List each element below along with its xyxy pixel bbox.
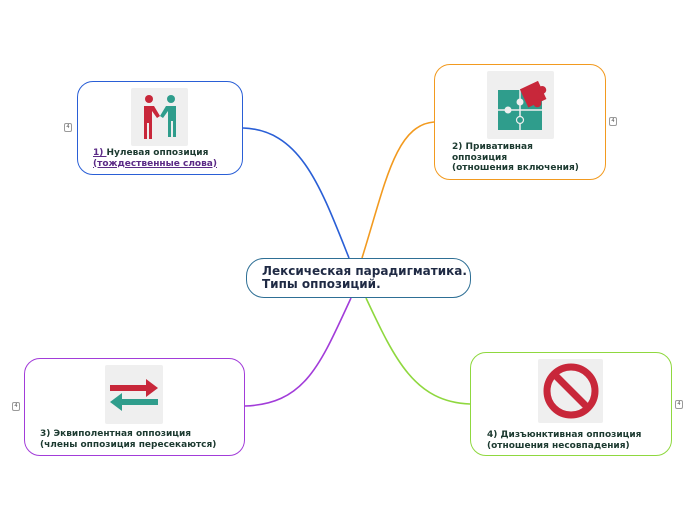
central-topic-line1: Лексическая парадигматика. (262, 264, 467, 278)
prohibition-icon (543, 363, 598, 419)
connector-node-2 (361, 121, 435, 259)
topic-equipollent-opposition[interactable]: 3) Эквиполентная оппозиция (члены оппози… (24, 358, 245, 456)
collapse-badge-4[interactable]: 4 (675, 400, 683, 409)
central-topic-line2: Типы оппозиций. (262, 277, 381, 291)
central-topic[interactable]: Лексическая парадигматика. Типы оппозици… (246, 258, 471, 298)
topic-disjunctive-opposition[interactable]: 4) Дизъюнктивная оппозиция (отношения не… (470, 352, 672, 456)
topic-null-opposition[interactable]: 1) Нулевая оппозиция (тождественные слов… (77, 81, 243, 175)
topic-null-opposition-label: 1) Нулевая оппозиция (тождественные слов… (93, 148, 217, 169)
topic-equipollent-opposition-label: 3) Эквиполентная оппозиция (члены оппози… (40, 429, 217, 450)
prohibition-image (538, 359, 603, 423)
collapse-badge-3[interactable]: 4 (12, 402, 20, 411)
topic-1-subtitle[interactable]: (тождественные слова) (93, 158, 217, 169)
connector-node-4 (365, 297, 471, 405)
handshake-image (131, 88, 188, 146)
collapse-badge-2[interactable]: 4 (609, 117, 617, 126)
connector-node-1 (242, 127, 350, 259)
puzzle-image (487, 71, 554, 139)
topic-privative-opposition[interactable]: 2) Привативная оппозиция (отношения вклю… (434, 64, 606, 180)
connector-node-3 (244, 297, 352, 407)
topic-disjunctive-opposition-label: 4) Дизъюнктивная оппозиция (отношения не… (487, 430, 642, 451)
puzzle-icon (497, 80, 546, 130)
exchange-arrows-icon (110, 378, 158, 411)
collapse-badge-1[interactable]: 4 (64, 123, 72, 132)
exchange-arrows-image (105, 365, 163, 424)
handshake-icon (143, 95, 176, 139)
topic-privative-opposition-label: 2) Привативная оппозиция (отношения вклю… (452, 142, 579, 173)
topic-1-number[interactable]: 1) (93, 148, 107, 158)
